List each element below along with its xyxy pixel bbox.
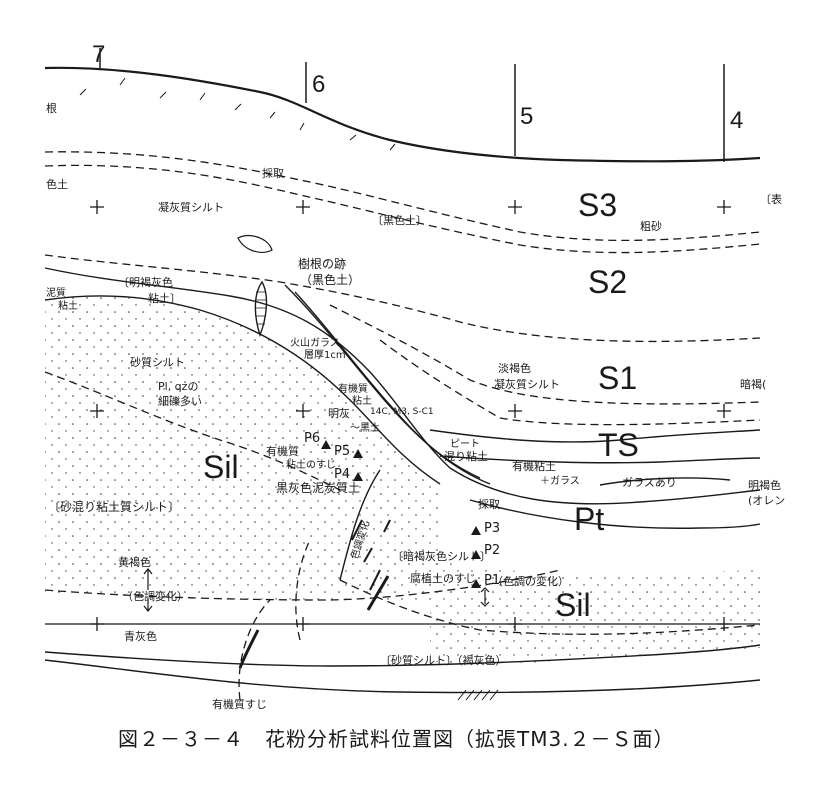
- section-marker-7: 7: [92, 41, 105, 70]
- sample-label-p3: P3: [484, 521, 500, 536]
- label-ankatsukai-silt: 〔暗褐灰色シルト〕: [392, 549, 491, 563]
- tree-root-hatching: [255, 291, 267, 325]
- label-peat-2: 混り粘土: [444, 449, 488, 463]
- lens-shape: [237, 235, 273, 253]
- figure-caption: 図２－３－４ 花粉分析試料位置図（拡張TM3.２－Ｓ面）: [118, 727, 675, 751]
- sample-label-p4: P4: [334, 467, 350, 482]
- label-glass-ari: ガラスあり: [622, 476, 677, 489]
- organic-streaks: [238, 519, 391, 669]
- root-hatch-marks: [79, 77, 396, 151]
- layer-code-pt: Pt: [574, 501, 604, 537]
- label-shitsu-nendo-1: 泥質: [46, 286, 66, 299]
- ground-surface-line: [44, 66, 761, 163]
- label-yuki-nendo-1: 有機質: [338, 382, 368, 395]
- label-kazan-glass-1: 火山ガラス: [290, 337, 340, 349]
- label-yuki-p6-1: 有機質: [266, 444, 299, 458]
- label-meikatsu-1: 〔明褐灰色: [118, 275, 173, 289]
- label-kokukai-deitan: 黒灰色泥炭質土: [276, 480, 360, 495]
- label-meikatsu-r-2: (オレン: [748, 494, 785, 507]
- label-sosa: 粗砂: [640, 220, 662, 233]
- layer-code-s1: S1: [598, 360, 637, 396]
- label-c14: 14C, M3, S-C1: [370, 407, 434, 417]
- label-ne: 根: [46, 101, 57, 115]
- label-saishu-mid: 採取: [478, 497, 500, 511]
- svg-text:7: 7: [92, 41, 105, 68]
- label-meikatsu-r-1: 明褐色: [748, 478, 781, 492]
- label-gyoukai-silt: 凝灰質シルト: [158, 200, 224, 214]
- label-yuki-nendo-2: 粘土: [352, 394, 372, 407]
- layer-code-s3: S3: [578, 187, 617, 223]
- section-marker-4: 4: [723, 64, 743, 162]
- label-meikatsu-2: 粘土〕: [148, 291, 181, 305]
- svg-text:6: 6: [312, 71, 325, 98]
- label-ankatsu: 暗褐(: [740, 377, 766, 391]
- svg-text:4: 4: [730, 107, 743, 134]
- label-sashitsu-bottom: 〔砂質シルト〕（褐灰色）: [380, 653, 507, 667]
- label-jukon-2: （黒色土）: [300, 273, 360, 287]
- label-plqz-1: Pl, qzの: [158, 380, 198, 393]
- label-shokatsu-2: 凝灰質シルト: [494, 377, 560, 391]
- label-shikicho-left: （色調変化）: [122, 589, 188, 603]
- label-shikicho-paren: （色調の変化）: [492, 574, 569, 588]
- label-shitsu-nendo-2: 粘土: [58, 299, 78, 312]
- layer-code-ts: TS: [598, 427, 639, 463]
- label-yuki-p6-2: 粘土のすじ: [286, 458, 336, 471]
- label-peat-1: ピート: [450, 438, 480, 450]
- label-plqz-2: 細礫多い: [158, 394, 202, 408]
- label-shokatsu-1: 淡褐色: [498, 361, 531, 375]
- sample-markers: [321, 440, 481, 588]
- label-meikai-2: ～黒土: [350, 421, 380, 434]
- lower-sil-zone: [430, 560, 760, 666]
- layer-code-s2: S2: [588, 264, 627, 300]
- label-suna-mazari: 〔砂混り粘土質シルト〕: [48, 499, 180, 514]
- label-kazan-glass-2: 層厚1cm: [304, 349, 346, 361]
- label-saishu-top: 採取: [262, 166, 284, 180]
- label-sashitsu-silt: 砂質シルト: [130, 355, 185, 369]
- label-yuki-nendo-r: 有機粘土: [512, 459, 556, 473]
- layer-code-sil-bottom: Sil: [555, 587, 591, 623]
- tree-root-trace: [254, 280, 268, 338]
- sandy-silt-zone: [45, 295, 440, 600]
- label-kokatsu: 黄褐色: [118, 555, 151, 569]
- label-iro-do: 色土: [46, 177, 68, 191]
- section-marker-5: 5: [514, 64, 533, 156]
- sample-label-p6: P6: [304, 431, 320, 446]
- label-meikai-1: 明灰: [328, 406, 350, 420]
- label-fushoku: 腐植土のすじ: [410, 571, 476, 585]
- label-yuki-suji: 有機質すじ: [212, 697, 267, 711]
- grid-plus-markers: [90, 200, 731, 631]
- sample-label-p5: P5: [334, 444, 350, 459]
- label-glass-plus: ＋ガラス: [540, 475, 580, 487]
- label-jukon-1: 樹根の跡: [298, 256, 346, 271]
- label-seikai: 青灰色: [124, 629, 157, 643]
- arrow-markers: [143, 568, 490, 612]
- svg-text:5: 5: [520, 103, 533, 130]
- section-marker-6: 6: [305, 62, 325, 103]
- label-kokushoku-do: 〔黒色土〕: [372, 213, 427, 227]
- sample-label-p1: P1: [484, 573, 500, 588]
- bottom-hatch: [457, 689, 499, 701]
- layer-code-sil-left: Sil: [203, 449, 239, 485]
- sample-label-p2: P2: [484, 543, 500, 558]
- label-hyo: 〔表: [760, 192, 782, 206]
